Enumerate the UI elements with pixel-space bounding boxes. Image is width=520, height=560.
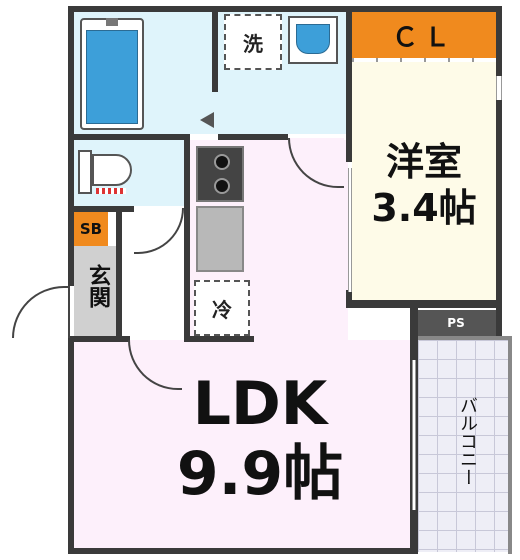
closet-rail xyxy=(352,58,496,62)
door-leaf xyxy=(68,286,70,338)
vent-icon xyxy=(200,112,214,128)
entrance-label: 玄関 xyxy=(85,264,110,308)
ldk-size: 9.9帖 xyxy=(176,439,344,509)
shoebox: SB xyxy=(74,212,108,246)
bathtub xyxy=(80,18,144,130)
pipe-space-label: PS xyxy=(447,316,465,330)
toilet-fixture xyxy=(78,150,134,194)
closet-label: ＣＬ xyxy=(391,22,456,53)
balcony xyxy=(418,340,512,552)
wall xyxy=(68,548,418,554)
fridge-label: 冷 xyxy=(212,297,232,322)
kitchen-sink xyxy=(196,206,244,272)
window xyxy=(412,360,416,510)
bathtub-basin xyxy=(86,30,138,124)
wash-basin xyxy=(288,16,338,64)
balcony-rail xyxy=(508,336,512,554)
entrance xyxy=(74,246,122,338)
washer-label: 洗 xyxy=(243,31,263,56)
toilet-controls-icon xyxy=(96,188,126,194)
wall xyxy=(496,100,502,338)
fridge-space: 冷 xyxy=(194,280,250,336)
wall xyxy=(184,140,190,336)
wall xyxy=(212,12,218,92)
ldk-main xyxy=(74,340,412,550)
wall xyxy=(496,6,502,76)
balcony-label: バルコニー xyxy=(457,396,478,486)
wall xyxy=(74,134,190,140)
wall xyxy=(218,134,288,140)
western-size: 3.4帖 xyxy=(371,186,477,230)
wall xyxy=(346,290,352,302)
wall xyxy=(346,300,502,308)
balcony-rail xyxy=(418,336,512,340)
window xyxy=(348,168,352,292)
wall xyxy=(116,212,122,338)
window xyxy=(496,76,502,100)
western-name: 洋室 xyxy=(385,140,462,184)
closet: ＣＬ xyxy=(352,12,496,58)
wall xyxy=(68,6,74,286)
wall xyxy=(68,6,500,12)
wash-basin-bowl xyxy=(296,24,330,54)
western-room xyxy=(352,60,496,302)
toilet-bowl xyxy=(92,154,132,186)
faucet-icon xyxy=(106,18,118,26)
wall xyxy=(74,206,134,212)
ldk-name: LDK xyxy=(192,369,328,439)
wall xyxy=(184,336,254,342)
stove xyxy=(196,146,244,202)
wall xyxy=(74,336,130,342)
wall xyxy=(68,336,74,554)
door-swing xyxy=(12,286,70,338)
burner-icon xyxy=(214,178,230,194)
pipe-space: PS xyxy=(416,310,496,336)
washer-space: 洗 xyxy=(224,14,282,70)
burner-icon xyxy=(214,154,230,170)
wall xyxy=(346,12,352,162)
toilet-tank xyxy=(78,150,92,194)
shoebox-label: SB xyxy=(79,220,103,238)
